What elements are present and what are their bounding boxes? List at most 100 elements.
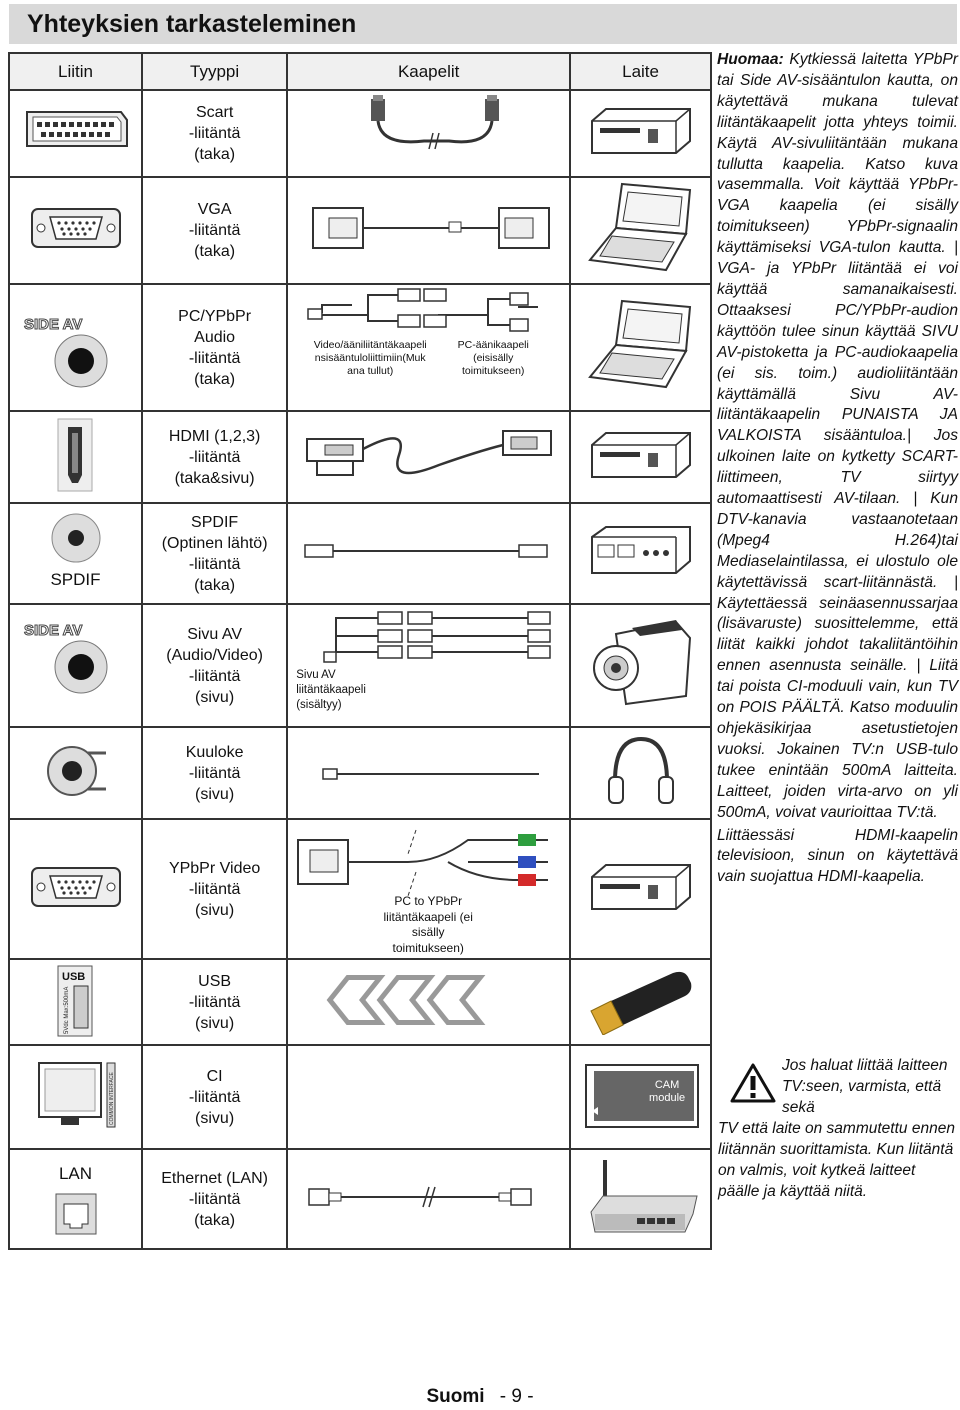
type-side-av: Sivu AV (Audio/Video) -liitäntä (sivu) bbox=[142, 604, 287, 727]
type-ci: CI -liitäntä (sivu) bbox=[142, 1045, 287, 1149]
side-av-jack-icon: SIDE AV bbox=[10, 285, 141, 410]
footer: Suomi - 9 - bbox=[0, 1386, 960, 1408]
usb-label: USB bbox=[62, 971, 85, 983]
device-headphones bbox=[570, 727, 711, 819]
side-av-label-2: SIDE AV bbox=[24, 622, 82, 639]
page-title-bar: Yhteyksien tarkasteleminen bbox=[9, 4, 957, 44]
pc-audio-cable-label: PC-äänikaapeli (eisisälly toimitukseen) bbox=[448, 339, 538, 378]
device-camcorder bbox=[570, 604, 711, 727]
type-pc-audio: PC/YPbPr Audio -liitäntä (taka) bbox=[142, 284, 287, 411]
dvd-player-icon bbox=[586, 857, 696, 917]
device-cam-module: CAM module bbox=[570, 1045, 711, 1149]
vga-connector-icon bbox=[28, 203, 124, 253]
type-vga: VGA -liitäntä (taka) bbox=[142, 177, 287, 284]
connector-side-av-1: SIDE AV bbox=[9, 284, 142, 411]
device-laptop bbox=[570, 177, 711, 284]
device-dvd-2 bbox=[570, 411, 711, 503]
spdif-cable-icon bbox=[289, 526, 568, 576]
type-ypbpr: YPbPr Video -liitäntä (sivu) bbox=[142, 819, 287, 959]
device-router bbox=[570, 1149, 711, 1249]
table-header-row: Liitin Tyyppi Kaapelit Laite bbox=[9, 53, 711, 90]
laptop-icon bbox=[586, 295, 696, 395]
note-heading: Huomaa: bbox=[717, 51, 784, 68]
connector-headphone bbox=[9, 727, 142, 819]
scart-connector-icon bbox=[21, 106, 131, 156]
connector-lan: LAN bbox=[9, 1149, 142, 1249]
scart-cable-icon bbox=[289, 91, 568, 171]
warning-text-1: Jos haluat liittää laitteen TV:seen, var… bbox=[718, 1055, 958, 1118]
device-laptop-2 bbox=[570, 284, 711, 411]
connection-table: Liitin Tyyppi Kaapelit Laite Scart -liit… bbox=[8, 52, 712, 1250]
footer-page-number: - 9 - bbox=[500, 1386, 534, 1407]
usb-rating-label: 5Vdc Max:500mA bbox=[64, 987, 70, 1034]
ethernet-cable-icon bbox=[289, 1177, 568, 1217]
spdif-port-icon bbox=[10, 510, 141, 570]
hdmi-cable-icon bbox=[289, 415, 568, 495]
warning-text-2: TV että laite on sammutettu ennen liitän… bbox=[718, 1118, 958, 1202]
header-kaapelit: Kaapelit bbox=[287, 53, 570, 90]
device-dvd-3 bbox=[570, 819, 711, 959]
table-row: COMMON INTERFACE CI -liitäntä (sivu) CAM… bbox=[9, 1045, 711, 1149]
router-icon bbox=[581, 1152, 701, 1242]
table-row: SPDIF SPDIF (Optinen lähtö) -liitäntä (t… bbox=[9, 503, 711, 604]
type-scart: Scart -liitäntä (taka) bbox=[142, 90, 287, 177]
cable-usb bbox=[287, 959, 570, 1045]
camcorder-icon bbox=[586, 608, 696, 718]
pc-ypbpr-cable-label: PC to YPbPr liitäntäkaapeli (ei sisälly … bbox=[378, 894, 478, 956]
cable-headphone bbox=[287, 727, 570, 819]
ypbpr-vga-port-icon bbox=[28, 862, 124, 912]
side-av-label-1: SIDE AV bbox=[24, 316, 82, 333]
hdmi-port-icon bbox=[46, 415, 106, 495]
cable-ci-empty bbox=[287, 1045, 570, 1149]
header-laite: Laite bbox=[570, 53, 711, 90]
cam-module-label: CAM module bbox=[637, 1079, 697, 1105]
usb-arrows-icon bbox=[289, 970, 568, 1030]
common-interface-label: COMMON INTERFACE bbox=[109, 1071, 115, 1124]
table-row: LAN Ethernet (LAN) -liitäntä (taka) bbox=[9, 1149, 711, 1249]
note-body: Kytkiessä laitetta YPbPr tai Side AV-sis… bbox=[717, 51, 958, 821]
connector-side-av-2: SIDE AV bbox=[9, 604, 142, 727]
connector-ypbpr bbox=[9, 819, 142, 959]
connector-spdif: SPDIF bbox=[9, 503, 142, 604]
side-av-cable-label: Sivu AV liitäntäkaapeli (sisältyy) bbox=[296, 668, 396, 713]
warning-text: Jos haluat liittää laitteen TV:seen, var… bbox=[718, 1055, 958, 1202]
device-dvd bbox=[570, 90, 711, 177]
side-av-jack-icon: SIDE AV bbox=[10, 605, 141, 721]
dvd-player-icon bbox=[586, 101, 696, 161]
header-liitin: Liitin bbox=[9, 53, 142, 90]
headphone-jack-icon bbox=[28, 731, 124, 811]
device-amplifier bbox=[570, 503, 711, 604]
page-title: Yhteyksien tarkasteleminen bbox=[27, 10, 356, 39]
cable-side-av: Sivu AV liitäntäkaapeli (sisältyy) bbox=[287, 604, 570, 727]
connector-hdmi bbox=[9, 411, 142, 503]
table-row: Scart -liitäntä (taka) bbox=[9, 90, 711, 177]
dvd-player-icon bbox=[586, 425, 696, 485]
connector-usb: USB 5Vdc Max:500mA bbox=[9, 959, 142, 1045]
table-row: SIDE AV Sivu AV (Audio/Video) -liitäntä … bbox=[9, 604, 711, 727]
connector-vga bbox=[9, 177, 142, 284]
footer-language: Suomi bbox=[426, 1386, 484, 1407]
note-hdmi: Liittäessäsi HDMI-kaapelin televisioon, … bbox=[717, 826, 958, 889]
type-spdif: SPDIF (Optinen lähtö) -liitäntä (taka) bbox=[142, 503, 287, 604]
table-row: HDMI (1,2,3) -liitäntä (taka&sivu) bbox=[9, 411, 711, 503]
type-lan: Ethernet (LAN) -liitäntä (taka) bbox=[142, 1149, 287, 1249]
connector-ci: COMMON INTERFACE bbox=[9, 1045, 142, 1149]
laptop-icon bbox=[586, 178, 696, 278]
connector-scart bbox=[9, 90, 142, 177]
table-row: SIDE AV PC/YPbPr Audio -liitäntä (taka) bbox=[9, 284, 711, 411]
type-hdmi: HDMI (1,2,3) -liitäntä (taka&sivu) bbox=[142, 411, 287, 503]
side-note: Huomaa: Kytkiessä laitetta YPbPr tai Sid… bbox=[717, 50, 958, 888]
lan-label: LAN bbox=[10, 1164, 141, 1184]
table-row: Kuuloke -liitäntä (sivu) bbox=[9, 727, 711, 819]
cable-lan bbox=[287, 1149, 570, 1249]
usb-stick-icon bbox=[581, 965, 701, 1035]
amplifier-icon bbox=[586, 521, 696, 581]
device-usb-stick bbox=[570, 959, 711, 1045]
cable-vga bbox=[287, 177, 570, 284]
headphone-cable-icon bbox=[289, 751, 568, 791]
table-row: USB 5Vdc Max:500mA USB -liitäntä (sivu) bbox=[9, 959, 711, 1045]
side-av-cable-icon bbox=[288, 608, 567, 668]
type-headphone: Kuuloke -liitäntä (sivu) bbox=[142, 727, 287, 819]
ethernet-port-icon bbox=[10, 1192, 141, 1242]
headphones-icon bbox=[601, 731, 681, 811]
